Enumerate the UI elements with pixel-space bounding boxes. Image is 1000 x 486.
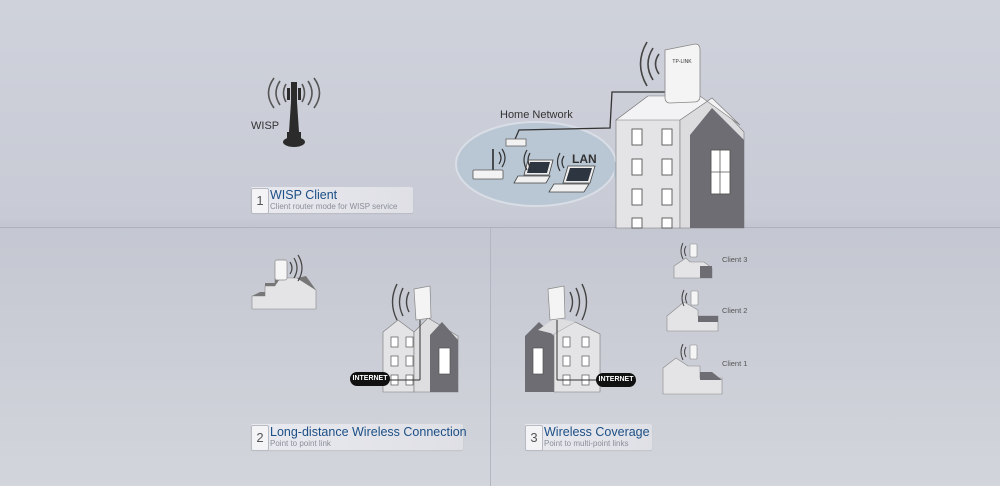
- house-icon: [382, 283, 459, 393]
- house-icon: [615, 95, 745, 229]
- house-icon: [251, 254, 317, 310]
- card-wireless-coverage[interactable]: 3 Wireless Coverage Point to multi-point…: [525, 424, 652, 451]
- card-long-distance[interactable]: 2 Long-distance Wireless Connection Poin…: [251, 424, 467, 451]
- laptop-icon: [513, 149, 554, 184]
- switch-icon: [505, 138, 527, 147]
- card-title: Long-distance Wireless Connection: [270, 425, 467, 439]
- section-divider-horizontal: [0, 227, 1000, 228]
- card-wisp-client[interactable]: 1 WISP Client Client router mode for WIS…: [251, 187, 413, 214]
- svg-text:TP-LINK: TP-LINK: [672, 59, 692, 65]
- house-icon: [666, 289, 719, 332]
- wisp-tower-icon: [267, 77, 321, 109]
- internet-cloud-icon: INTERNET: [350, 372, 390, 386]
- card-subtitle: Point to multi-point links: [544, 439, 629, 448]
- card-number: 2: [251, 425, 269, 451]
- cpe-device-icon: TP-LINK: [639, 41, 701, 104]
- wisp-tower-body: [283, 82, 305, 147]
- section-divider-vertical: [490, 228, 491, 486]
- card-number: 1: [251, 188, 269, 214]
- lan-label: LAN: [572, 152, 597, 166]
- home-network-label: Home Network: [500, 109, 573, 121]
- client3-label: Client 3: [722, 255, 748, 264]
- card-title: WISP Client: [270, 188, 338, 202]
- laptop-icon: [548, 152, 596, 193]
- card-number: 3: [525, 425, 543, 451]
- house-icon: [662, 343, 723, 395]
- card-subtitle: Client router mode for WISP service: [270, 202, 398, 211]
- client1-label: Client 1: [722, 359, 748, 368]
- wisp-label: WISP: [251, 120, 280, 132]
- router-icon: [472, 148, 506, 180]
- house-icon: [673, 242, 713, 279]
- client2-label: Client 2: [722, 306, 748, 315]
- network-cable: [512, 91, 666, 145]
- card-title: Wireless Coverage: [544, 425, 650, 439]
- house-icon: [525, 283, 601, 393]
- internet-cloud-icon: INTERNET: [596, 373, 636, 387]
- card-subtitle: Point to point link: [270, 439, 331, 448]
